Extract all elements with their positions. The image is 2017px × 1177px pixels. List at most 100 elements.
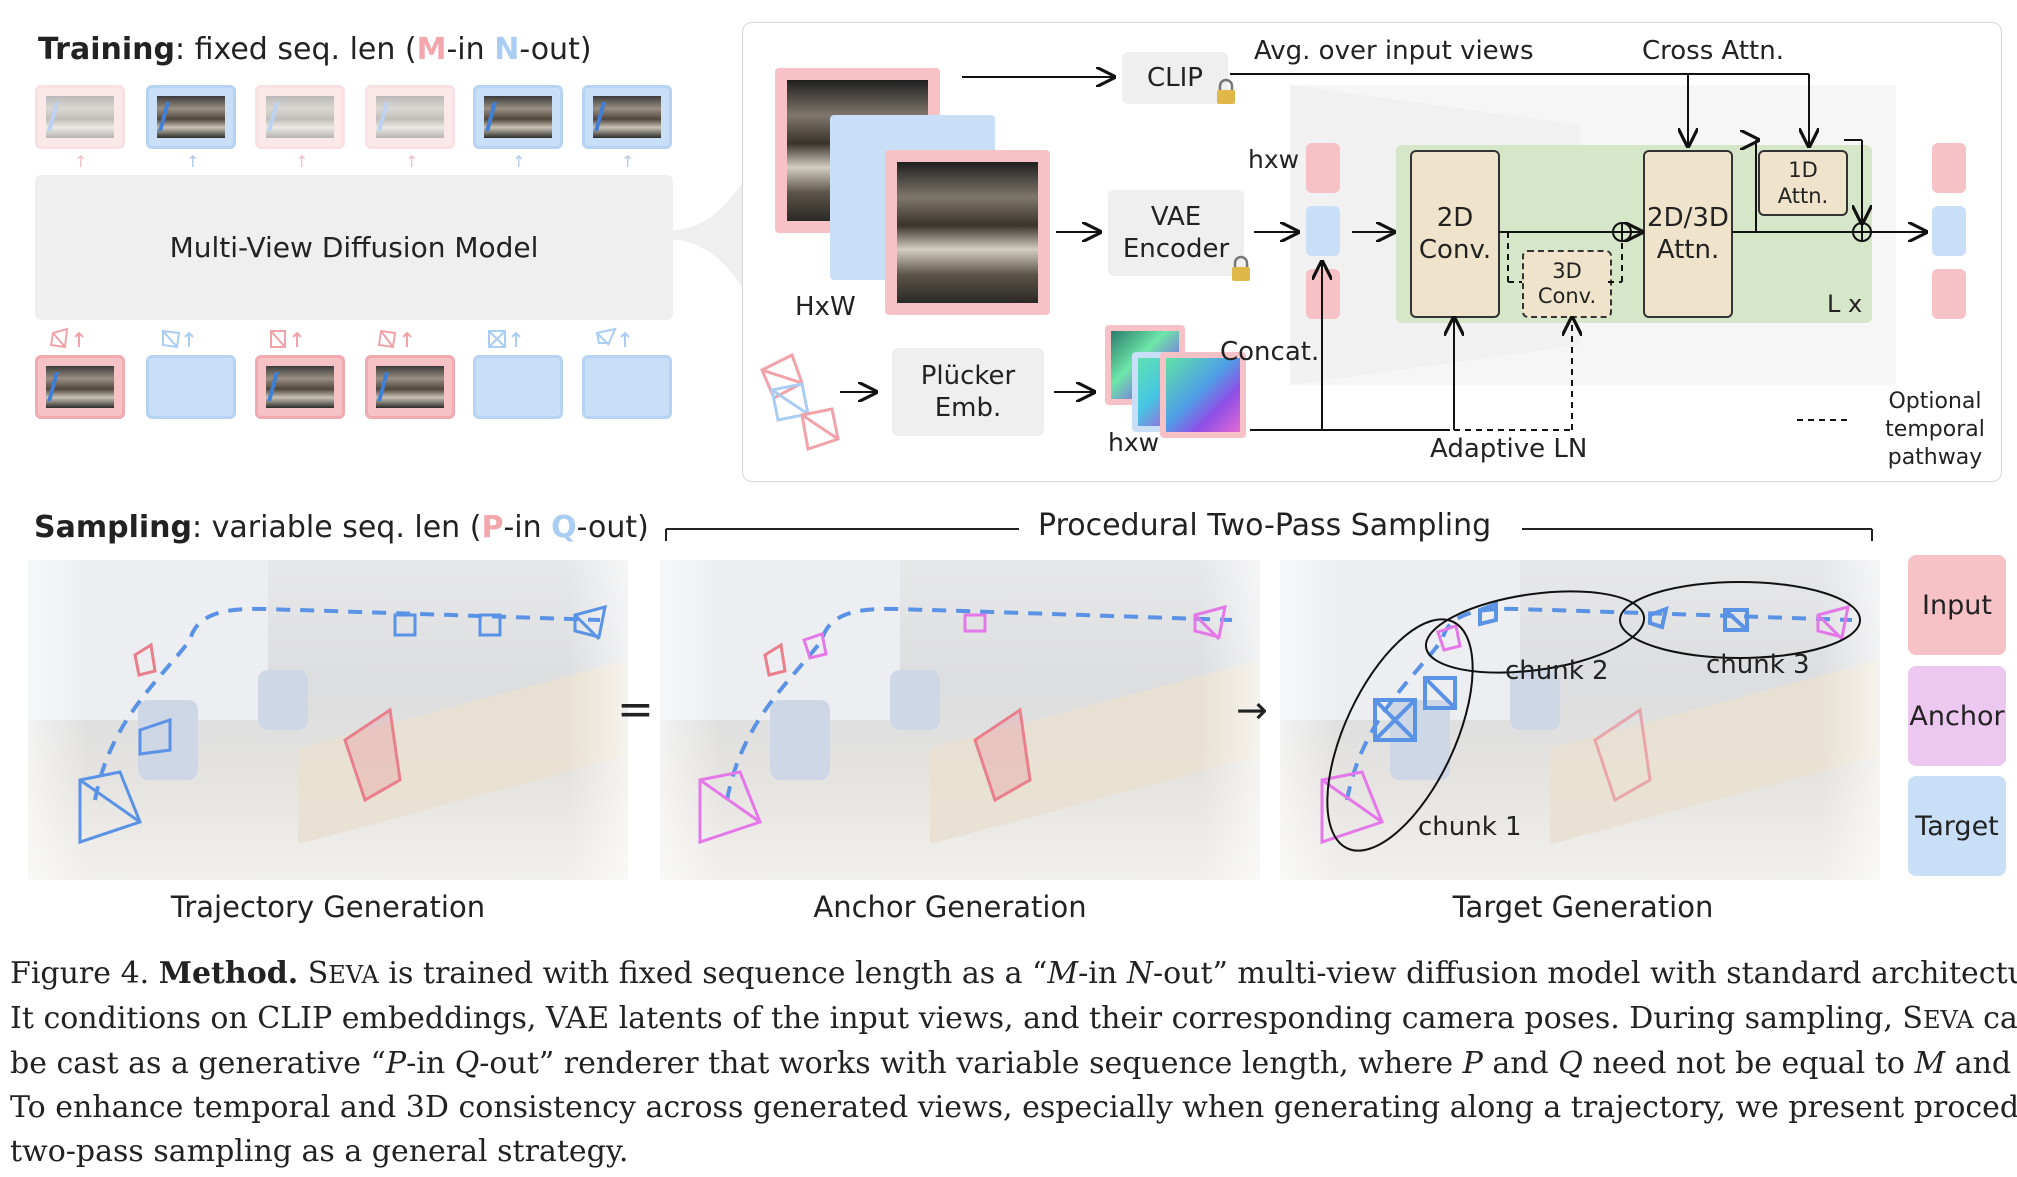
caption-l3-p: P [385,1046,407,1081]
caption-line-1: Figure 4. Method. SEVA is trained with f… [10,952,2017,997]
sampling-title-rest: : variable seq. len ( [191,510,482,545]
training-n: N [494,32,520,67]
sampling-title: Sampling: variable seq. len (P-in Q-out) [34,510,649,545]
vae-line-2: Encoder [1122,234,1230,264]
latent-token-input [1306,143,1340,193]
caption-l2-a: It conditions on CLIP embeddings, VAE la… [10,1001,1923,1036]
input-tile-5 [473,355,563,419]
chunk-1-label: chunk 1 [1418,812,1522,842]
caption-seva-s: S [307,956,329,991]
training-title-bold: Training [38,32,175,67]
attn-line-2: Attn. [1656,235,1720,265]
target-scene-image [1280,560,1880,880]
optional-temporal-pathway-label: Optional temporal pathway [1880,388,1990,472]
sampling-title-bold: Sampling [34,510,192,545]
caption-line-3: be cast as a generative “P-in Q-out” ren… [10,1042,2011,1086]
hxw-big-label: HxW [795,292,856,322]
plucker-map-3 [1160,352,1246,438]
output-tile-2 [146,85,236,149]
output-tile-1 [35,85,125,149]
sampling-end: -out) [576,510,649,545]
training-m: M [416,32,447,67]
avg-over-input-views-label: Avg. over input views [1254,36,1534,66]
output-tile-6 [582,85,672,149]
input-tile-1 [35,355,125,419]
conv-2d-block: 2D Conv. [1410,150,1500,318]
chunk-3-label: chunk 3 [1706,650,1810,680]
caption-l1-d: -in [1078,956,1127,991]
conv2d-line-1: 2D [1436,202,1474,233]
lock-icon [1232,255,1250,281]
procedural-two-pass-label: Procedural Two-Pass Sampling [1038,508,1492,543]
equals-sign: = [617,684,654,735]
hxw-small-label-1: hxw [1248,145,1300,174]
caption-l3-q: Q [454,1046,480,1081]
caption-l3-p2: P [1462,1046,1483,1081]
target-generation-caption: Target Generation [1452,890,1714,924]
caption-l1-c: is trained with fixed sequence length as… [378,956,1048,991]
caption-line-4: To enhance temporal and 3D consistency a… [10,1090,2017,1125]
input-tile-3 [255,355,345,419]
vae-encoder-block: VAE Encoder [1108,190,1244,276]
output-token-input [1932,143,1966,193]
conv2d-line-2: Conv. [1418,235,1492,265]
caption-line-5: two-pass sampling as a general strategy. [10,1134,629,1169]
attn-line-1: 2D/3D [1647,202,1729,233]
training-title: Training: fixed seq. len (M-in N-out) [38,32,592,67]
caption-fig: Figure 4. [10,956,150,991]
attn1d-line-1: 1D [1788,157,1818,182]
hxw-small-label-2: hxw [1108,428,1160,457]
sampling-q: Q [551,510,577,545]
conv3d-line-1: 3D [1552,258,1582,283]
plucker-line-2: Emb. [934,393,1002,423]
optional-line-1: Optional [1888,389,1982,414]
vae-line-1: VAE [1150,201,1202,232]
caption-l3-a: be cast as a generative “ [10,1046,386,1081]
trajectory-overlays [78,581,1861,852]
multi-view-diffusion-model-block: Multi-View Diffusion Model [35,175,673,320]
adaptive-ln-label: Adaptive LN [1430,434,1588,464]
concat-label: Concat. [1220,337,1320,367]
sampling-p: P [481,510,504,545]
caption-line-2: It conditions on CLIP embeddings, VAE la… [10,997,2017,1042]
caption-l3-e: need not be equal to [1582,1046,1915,1081]
up-arrow-icon: ↑ [405,152,419,171]
optional-line-2: temporal [1885,417,1985,442]
caption-title: Method. [158,956,299,991]
chunk-2-label: chunk 2 [1505,656,1609,686]
caption-l2-b: EVA [1922,1006,1974,1034]
camera-poses-icon [760,352,840,451]
conv3d-line-2: Conv. [1537,284,1597,308]
attn-2d3d-block: 2D/3D Attn. [1643,150,1733,318]
up-arrow-icon: ↑ [621,152,635,171]
layer-repeat-label: L x [1827,290,1863,318]
up-arrow-icon: ↑ [295,152,309,171]
figure-caption: Figure 4. Method. S EVA is trained with f… [10,952,2017,1174]
architecture-arrows [840,22,2000,431]
output-token-input [1932,269,1966,319]
sampling-mid: -in [503,510,552,545]
attn-1d-block: 1D Attn. [1758,150,1848,216]
caption-l1-m: M [1047,956,1079,991]
anchor-scene-image [660,560,1260,880]
input-tile-6 [582,355,672,419]
attn1d-line-2: Attn. [1777,184,1829,208]
clip-block: CLIP [1122,52,1228,104]
input-tile-4 [365,355,455,419]
training-end: -out) [519,32,592,67]
caption-l3-b: -in [406,1046,455,1081]
caption-l2-c: can [1983,1001,2017,1036]
up-arrow-icon: ↑ [186,152,200,171]
camera-icons-row [49,327,630,349]
caption-l3-d: and [1482,1046,1559,1081]
up-arrow-icon: ↑ [74,152,88,171]
anchor-generation-caption: Anchor Generation [813,890,1087,924]
caption-l3-c: -out” renderer that works with variable … [479,1046,1463,1081]
arrow-sign: → [1236,688,1268,732]
trajectory-generation-caption: Trajectory Generation [170,890,486,924]
optional-line-3: pathway [1887,445,1983,470]
procedural-bracket [665,528,1873,541]
plucker-emb-block: Plücker Emb. [892,348,1044,436]
legend-target: Target [1908,776,2006,876]
training-mid: -in [446,32,495,67]
